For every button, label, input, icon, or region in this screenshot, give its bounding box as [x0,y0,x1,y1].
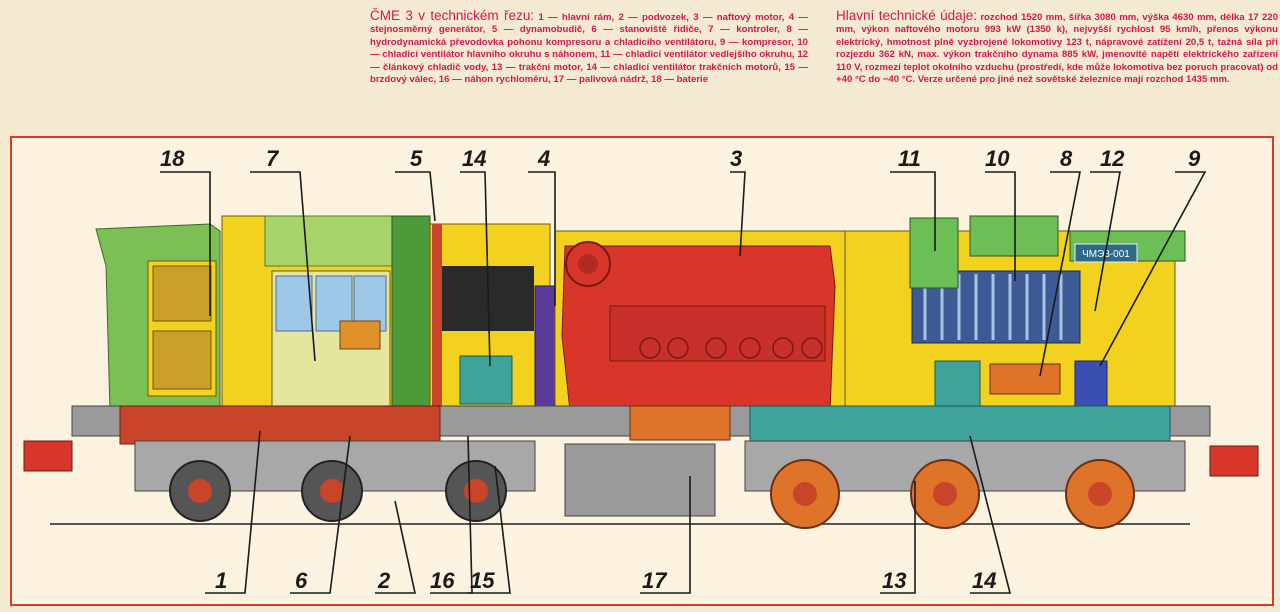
label-7: 7 [266,146,280,171]
diesel-engine [554,230,846,412]
part-labels: 18 7 5 14 4 3 11 10 8 12 9 1 6 2 16 15 1… [160,146,1201,593]
label-15: 15 [470,568,495,593]
label-1: 1 [215,568,227,593]
label-14-top: 14 [462,146,486,171]
traction-fan-left [459,355,513,405]
label-10: 10 [985,146,1010,171]
label-13: 13 [882,568,906,593]
drivers-cab [221,215,431,412]
caption-right-text: rozchod 1520 mm, šířka 3080 mm, výška 46… [836,12,1278,86]
label-14-bottom: 14 [972,568,996,593]
label-16: 16 [430,568,455,593]
number-plate: ЧМЭ3-001 [1082,249,1130,260]
label-17: 17 [642,568,668,593]
bogie-rear [744,440,1186,529]
leader-lines [160,171,1207,594]
label-9: 9 [1188,146,1201,171]
buffer-right [1209,445,1259,477]
hood-rear: ЧМЭ3-001 [844,215,1186,412]
caption-left-title: ČME 3 v technickém řezu: [370,8,535,23]
caption-left-text: 1 — hlavní rám, 2 — podvozek, 3 — naftov… [370,12,808,86]
label-4: 4 [537,146,550,171]
caption-right: Hlavní technické údaje: rozchod 1520 mm,… [836,8,1278,86]
locomotive-cutaway-diagram: ЧМЭ3-001 [10,136,1274,606]
label-3: 3 [730,146,742,171]
label-8: 8 [1060,146,1073,171]
cab-section [95,223,221,412]
caption-right-title: Hlavní technické údaje: [836,8,977,23]
buffer-left [23,440,73,472]
fuel-tank [564,443,716,517]
label-2: 2 [377,568,391,593]
label-6: 6 [295,568,308,593]
label-18: 18 [160,146,185,171]
label-11: 11 [898,146,921,171]
caption-left: ČME 3 v technickém řezu: 1 — hlavní rám,… [370,8,808,86]
label-5: 5 [410,146,423,171]
bogie-front [134,440,536,522]
label-12: 12 [1100,146,1125,171]
main-frame [71,405,1211,445]
